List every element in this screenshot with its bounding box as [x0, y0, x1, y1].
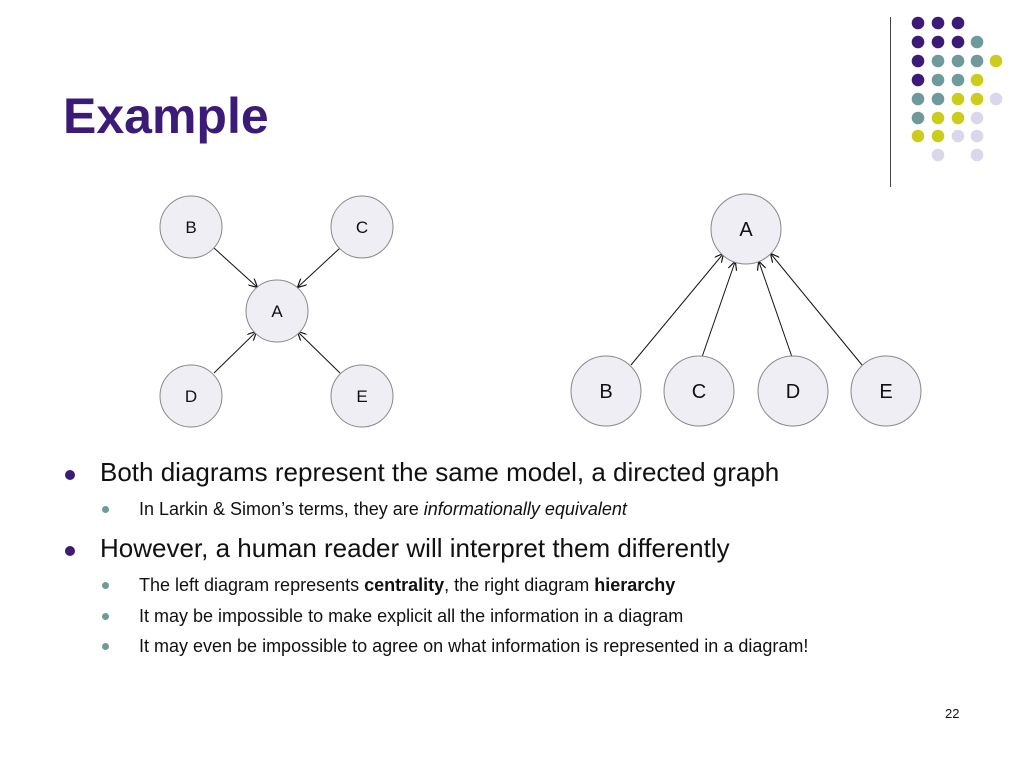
- edge-d-to-a: [759, 262, 793, 358]
- dot: [911, 129, 925, 143]
- edge-b-to-a: [213, 247, 257, 287]
- left-diagram: B C A D E: [159, 195, 394, 428]
- node-b: B: [570, 355, 642, 427]
- edge-c-to-a: [701, 262, 735, 358]
- sub-bullet-text: In Larkin & Simon’s terms, they are: [139, 499, 424, 519]
- bold-term-hierarchy: hierarchy: [594, 575, 676, 595]
- sub-bullet-item: It may even be impossible to agree on wh…: [101, 636, 809, 657]
- node-b: B: [159, 195, 223, 259]
- dot: [911, 111, 925, 125]
- dot: [911, 35, 925, 49]
- decorative-dot-grid: [911, 16, 1003, 162]
- dot: [989, 54, 1003, 68]
- dot: [931, 54, 945, 68]
- dot: [931, 35, 945, 49]
- dot: [951, 54, 965, 68]
- dot: [931, 111, 945, 125]
- dot: [970, 148, 984, 162]
- dot: [970, 111, 984, 125]
- edge-b-to-a: [630, 254, 723, 366]
- edge-c-to-a: [298, 247, 341, 287]
- dot: [951, 129, 965, 143]
- dot: [931, 148, 945, 162]
- dot: [951, 73, 965, 87]
- node-e: E: [850, 355, 922, 427]
- bold-term-centrality: centrality: [364, 575, 445, 595]
- dot: [970, 35, 984, 49]
- page-number: 22: [945, 706, 960, 721]
- node-c: C: [663, 355, 735, 427]
- bullet-item: Both diagrams represent the same model, …: [64, 457, 780, 488]
- graph-diagrams: B C A D E A B: [159, 193, 922, 428]
- node-label: B: [599, 381, 612, 403]
- sub-bullet-text: The left diagram represents: [139, 575, 365, 595]
- dot: [951, 92, 965, 106]
- right-diagram: A B C D E: [570, 193, 922, 427]
- node-label: D: [786, 381, 800, 403]
- node-label: C: [692, 381, 706, 403]
- bullet-item: However, a human reader will interpret t…: [65, 533, 730, 564]
- dot: [970, 92, 984, 106]
- edge-e-to-a: [771, 254, 863, 366]
- node-label: A: [271, 302, 283, 321]
- dot: [931, 73, 945, 87]
- node-label: E: [879, 381, 892, 403]
- dot: [970, 129, 984, 143]
- dot: [951, 16, 965, 30]
- dot: [931, 129, 945, 143]
- node-label: E: [356, 387, 367, 406]
- dot: [931, 92, 945, 106]
- dot: [951, 35, 965, 49]
- bullet-text: Both diagrams represent the same model, …: [100, 457, 780, 487]
- node-label: C: [356, 218, 368, 237]
- dot: [911, 54, 925, 68]
- slide-title: Example: [63, 88, 269, 144]
- dot: [931, 16, 945, 30]
- node-label: A: [739, 219, 753, 241]
- node-c: C: [330, 195, 394, 259]
- node-a: A: [710, 193, 782, 265]
- node-a: A: [245, 279, 309, 343]
- header-divider: [890, 17, 891, 187]
- dot: [970, 54, 984, 68]
- dot: [911, 16, 925, 30]
- sub-bullet-text: It may be impossible to make explicit al…: [139, 606, 684, 626]
- edge-e-to-a: [298, 332, 341, 374]
- sub-bullet-text: It may even be impossible to agree on wh…: [139, 636, 809, 656]
- dot: [911, 92, 925, 106]
- sub-bullet-text: , the right diagram: [444, 575, 595, 595]
- node-label: D: [185, 387, 197, 406]
- node-d: D: [757, 355, 829, 427]
- sub-bullet-item: In Larkin & Simon’s terms, they are info…: [102, 499, 627, 520]
- emphasis-text: informationally equivalent: [423, 499, 627, 519]
- node-label: B: [185, 218, 196, 237]
- sub-bullet-item: The left diagram represents centrality, …: [101, 575, 676, 596]
- bullet-text: However, a human reader will interpret t…: [100, 533, 730, 563]
- node-e: E: [330, 364, 394, 428]
- dot: [970, 73, 984, 87]
- dot: [989, 92, 1003, 106]
- sub-bullet-item: It may be impossible to make explicit al…: [101, 606, 684, 627]
- edge-d-to-a: [213, 332, 256, 374]
- dot: [951, 111, 965, 125]
- dot: [911, 73, 925, 87]
- node-d: D: [159, 364, 223, 428]
